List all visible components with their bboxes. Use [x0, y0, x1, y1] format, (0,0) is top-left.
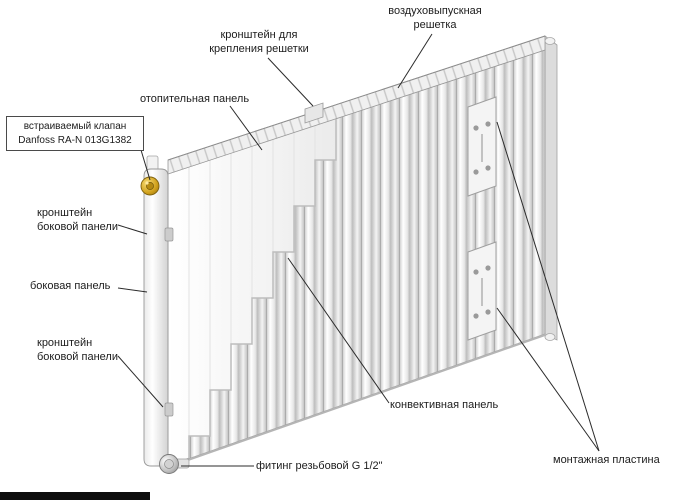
air-outlet-grille: [167, 35, 546, 175]
label-valve-line2: Danfoss RA-N 013G1382: [18, 134, 132, 146]
label-heating-panel: отопительная панель: [140, 93, 250, 105]
threaded-fitting: [159, 454, 190, 474]
label-mounting-plate: монтажная пластина: [553, 454, 660, 466]
mounting-plate-top: [467, 96, 497, 197]
side-panel-bracket-top: [164, 227, 174, 242]
mounting-plate-bottom: [467, 241, 497, 341]
built-in-valve: [140, 176, 160, 196]
grille-bracket: [304, 102, 324, 124]
side-panel-bracket-bottom: [164, 402, 174, 417]
label-air-grille: воздуховыпускная решетка: [388, 5, 482, 32]
label-side-bracket-top: кронштейн боковой панели: [37, 207, 118, 234]
label-valve: встраиваемый клапан Danfoss RA-N 013G138…: [6, 116, 144, 151]
label-convective-panel: конвективная панель: [390, 399, 499, 411]
radiator-back-end: [544, 35, 558, 341]
radiator-bottom-edge: [167, 334, 546, 468]
label-fitting: фитинг резьбовой G 1/2": [256, 460, 383, 472]
leader-lines: [117, 33, 600, 467]
label-side-panel: боковая панель: [30, 280, 111, 292]
label-side-bracket-bottom: кронштейн боковой панели: [37, 337, 118, 364]
watermark-bar: [0, 492, 150, 500]
label-grille-bracket: кронштейн для крепления решетки: [209, 29, 309, 56]
end-caps: [544, 37, 556, 341]
label-valve-line1: встраиваемый клапан: [23, 121, 127, 132]
